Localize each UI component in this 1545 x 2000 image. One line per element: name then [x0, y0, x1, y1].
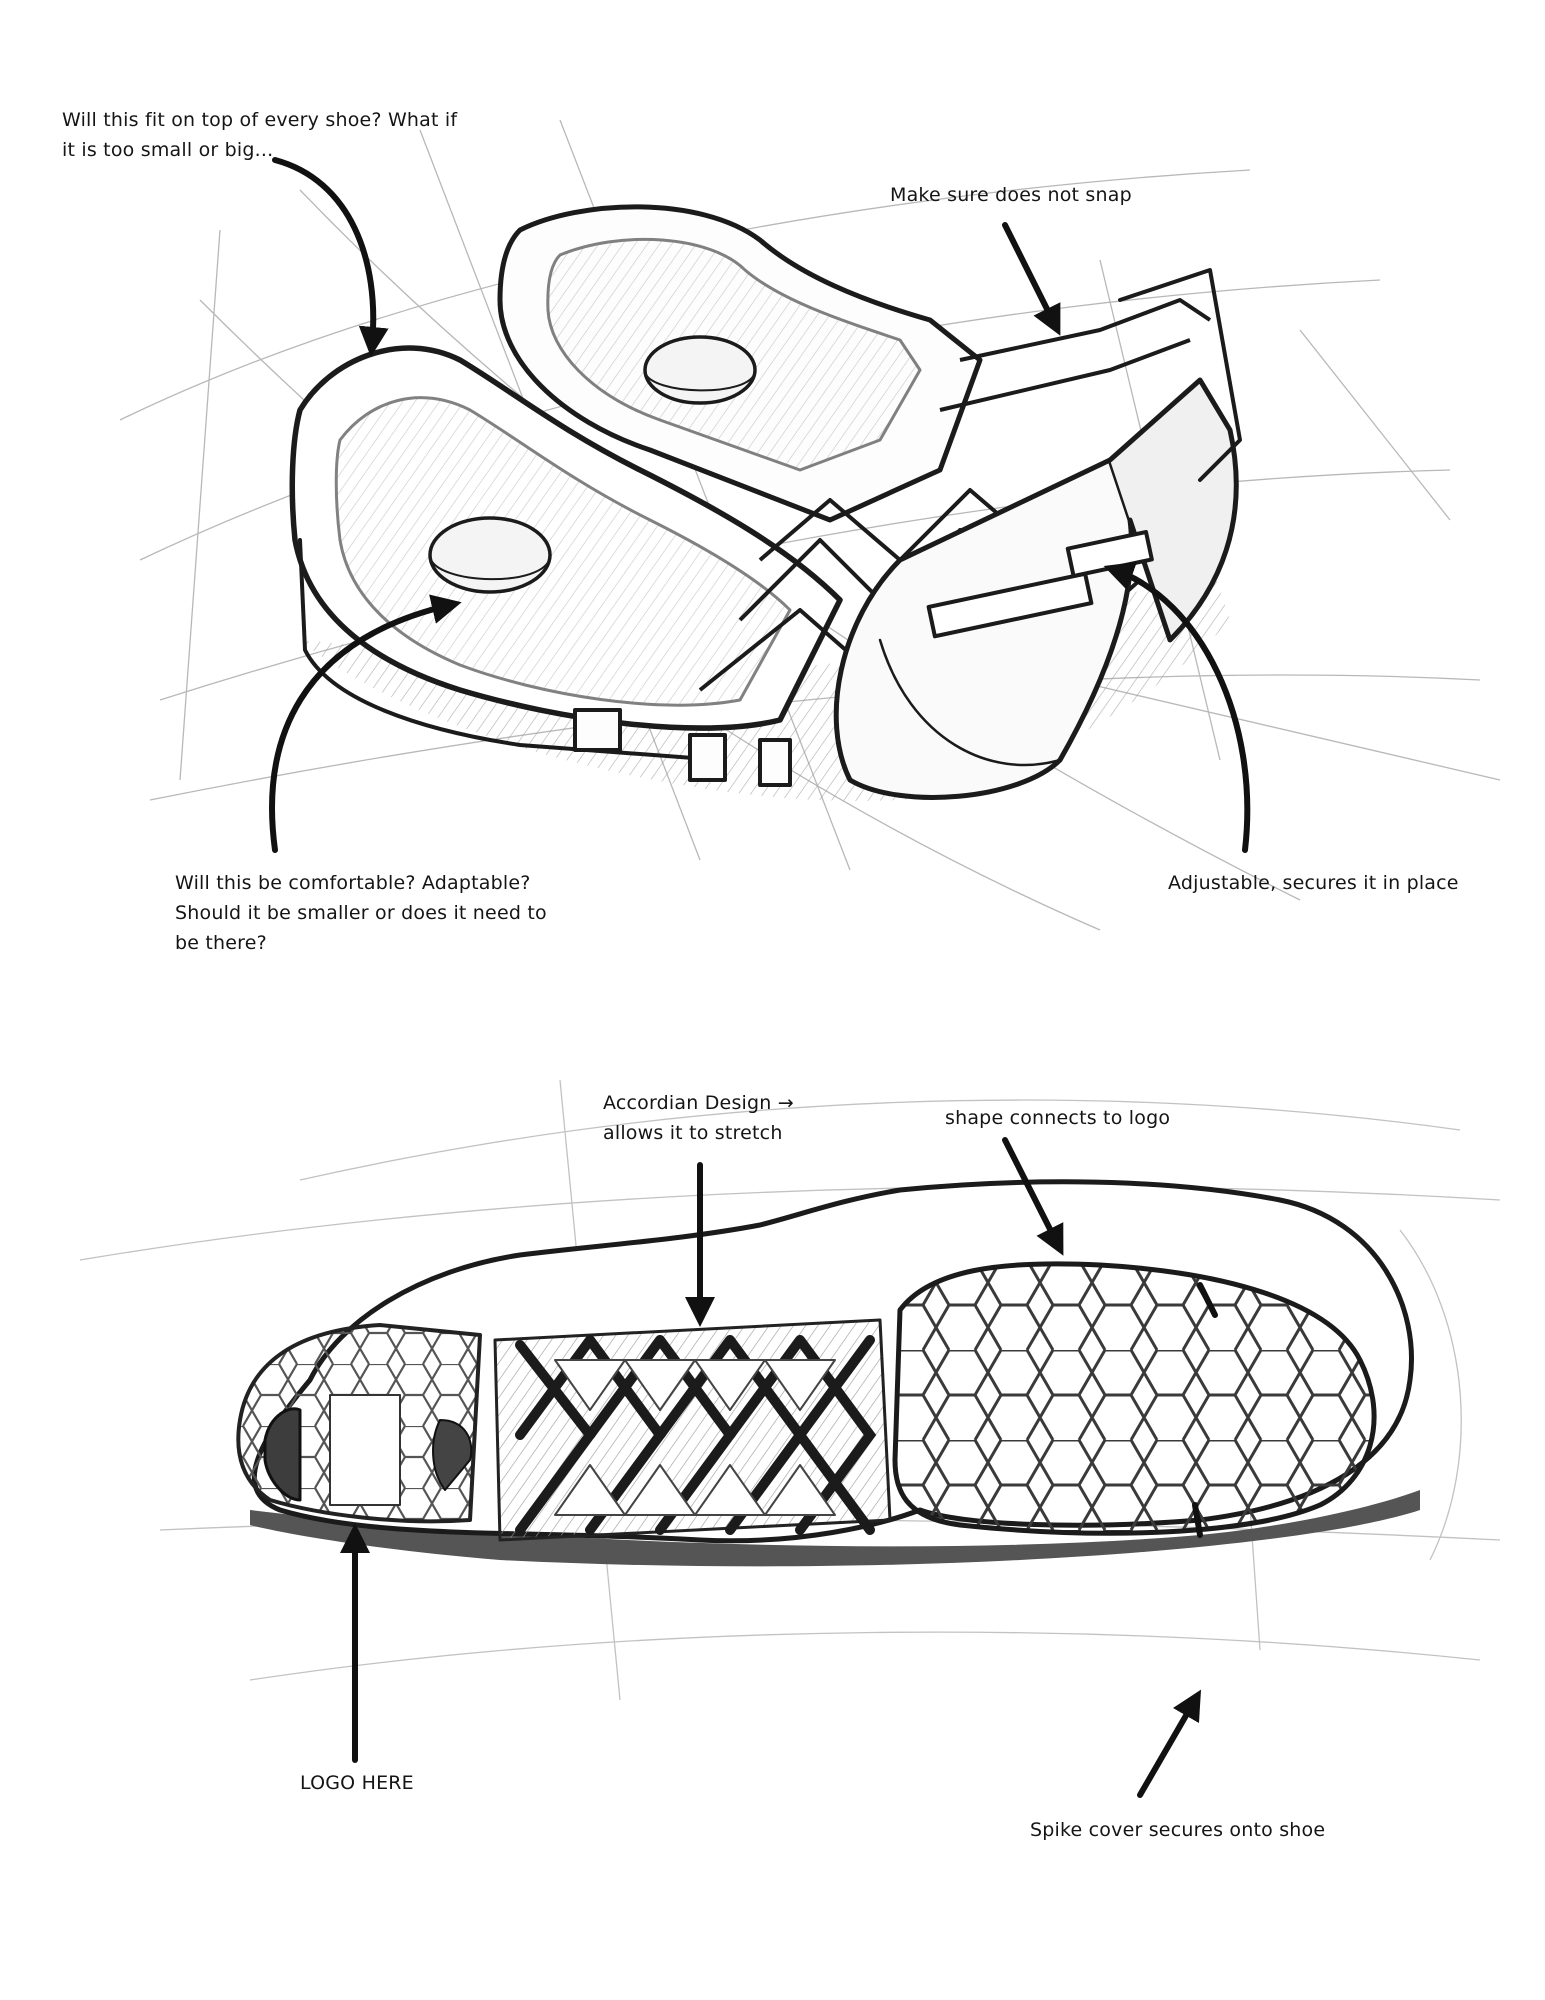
arrow-adjustable: [1103, 561, 1251, 853]
annotation-shape: shape connects to logo: [945, 1107, 1171, 1129]
front-insole-frame: [289, 345, 843, 762]
sole-shadow: [250, 1490, 1420, 1567]
annotation-comfort: Will this be comfortable? Adaptable? Sho…: [175, 872, 547, 954]
annotation-fit: Will this fit on top of every shoe? What…: [62, 109, 458, 161]
annotation-accordion: Accordian Design → allows it to stretch: [603, 1092, 794, 1144]
annotation-adjustable: Adjustable, secures it in place: [1168, 872, 1459, 894]
outsole: [236, 1179, 1414, 1544]
arrow-snap: [1002, 222, 1061, 336]
top-arrows: [269, 157, 1251, 853]
arrow-spike: [1137, 1689, 1202, 1798]
annotation-snap: Make sure does not snap: [890, 184, 1132, 206]
annotation-logo: LOGO HERE: [300, 1772, 414, 1794]
rear-insole-frame: [497, 204, 983, 523]
annotation-spike: Spike cover secures onto shoe: [1030, 1819, 1326, 1841]
arrow-shape: [1002, 1137, 1064, 1256]
arrow-comfort: [269, 594, 462, 853]
bottom-arrows: [340, 1137, 1202, 1798]
arrow-fit: [272, 157, 389, 357]
